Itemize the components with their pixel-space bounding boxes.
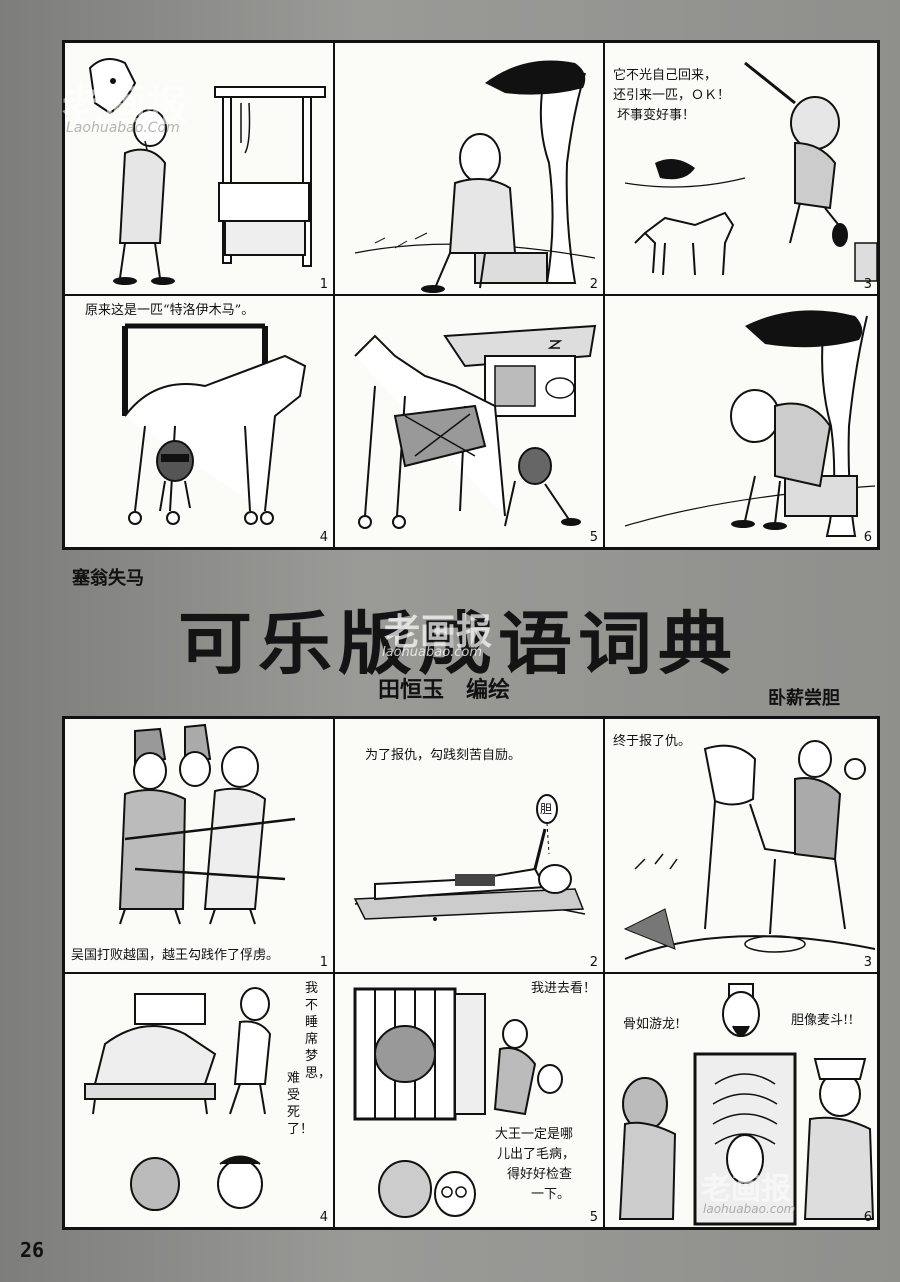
illustration-old-man-under-tree: [354, 60, 596, 293]
panel-number: 1: [319, 277, 328, 292]
illustration-king-refuses-bed: [84, 987, 272, 1211]
idiom-title-saiweng: 塞翁失马: [72, 568, 144, 589]
panel-number: 6: [863, 1210, 872, 1225]
caption: 为了报仇，勾践刻苦自励。: [365, 748, 522, 763]
comic-panel-2-2: 为了报仇，勾践刻苦自励。 胆 2: [334, 718, 604, 973]
speech-right: 胆像麦斗!!: [791, 1013, 854, 1028]
caption-line-1: 它不光自己回来，: [613, 68, 718, 83]
illustration-jumping-old-man-horses: [624, 61, 877, 282]
panel-number: 1: [319, 955, 328, 970]
speech-line-3: 得好好检查: [507, 1167, 573, 1182]
speech-left: 骨如游龙!: [623, 1017, 681, 1032]
panel-number: 5: [589, 1210, 598, 1225]
comic-panel-1-2: 2: [334, 42, 604, 295]
comic-panel-1-4: 原来这是一匹“特洛伊木马”。 4: [64, 295, 334, 548]
comic-panel-2-1: 吴国打败越国，越王勾践作了俘虏。 1: [64, 718, 334, 973]
panel-number: 5: [589, 530, 598, 545]
speech-line-2: 儿出了毛病，: [497, 1147, 576, 1162]
page-number: 26: [20, 1238, 45, 1262]
illustration-old-man-sad: [624, 310, 876, 537]
magazine-title: 可乐版成语词典: [178, 604, 738, 685]
comic-panel-1-3: 它不光自己回来， 还引来一匹，ＯＫ！ 坏事变好事！ 3: [604, 42, 878, 295]
speech-line-4: 一下。: [531, 1187, 571, 1202]
panel-number: 2: [589, 277, 598, 292]
panel-number: 4: [319, 1210, 328, 1225]
illustration-xray-king: [618, 983, 875, 1226]
illustration-trojan-horse: [122, 323, 307, 525]
comic-panel-2-4: 我不睡席梦思， 难受死了！ 4: [64, 973, 334, 1228]
panel-number: 3: [863, 955, 872, 970]
author-credit: 田恒玉 编绘: [378, 678, 511, 703]
comic-panel-2-6: 骨如游龙! 胆像麦斗!! 老画报 laohuabao.com 6: [604, 973, 878, 1228]
comic-strip-woxin: 吴国打败越国，越王勾践作了俘虏。 1 为了报仇，勾践刻苦自励。 胆 2: [62, 716, 880, 1230]
panel-number: 6: [863, 530, 872, 545]
speech-col-1: 我不睡席梦思，: [305, 981, 332, 1081]
panel-number: 2: [589, 955, 598, 970]
speech-col-2: 难受死了！: [287, 1071, 314, 1137]
illustration-thief-stealing-horse: [354, 324, 597, 529]
caption: 吴国打败越国，越王勾践作了俘虏。: [71, 948, 280, 963]
panel-number: 3: [863, 277, 872, 292]
watermark-url-center: laohuabao.com: [382, 645, 483, 660]
illustration-king-in-cage: [353, 987, 563, 1218]
panel-number: 4: [319, 530, 328, 545]
speech-line-1: 大王一定是哪: [495, 1127, 574, 1142]
watermark-url-bottom: laohuabao.com: [703, 1202, 796, 1216]
watermark-logo-bottom: 老画报: [701, 1172, 791, 1207]
illustration-king-on-firewood: [353, 794, 586, 921]
watermark-logo-center: 老画报: [384, 612, 493, 653]
comic-panel-1-1: 1: [64, 42, 334, 295]
comic-panel-2-5: 我进去看！ 大王一定是哪 儿出了毛病， 得好好检查 一下。 5: [334, 973, 604, 1228]
comic-strip-saiweng: 1 2: [62, 40, 880, 550]
comic-panel-1-5: 5: [334, 295, 604, 548]
illustration-king-on-horse: [623, 740, 876, 960]
watermark-logo-top: 老画报: [62, 81, 189, 130]
gall-label: 胆: [540, 802, 553, 816]
caption-line-2: 还引来一匹，ＯＫ！: [613, 88, 731, 103]
illustration-old-man-at-well: [88, 58, 326, 285]
watermark-url-top: Laohuabao.Com: [66, 120, 180, 136]
idiom-title-woxin: 卧薪尝胆: [768, 688, 840, 709]
caption-line-3: 坏事变好事！: [617, 108, 696, 123]
speech-top: 我进去看！: [531, 981, 597, 996]
caption: 终于报了仇。: [613, 734, 692, 749]
illustration-captured-king: [118, 723, 296, 925]
caption: 原来这是一匹“特洛伊木马”。: [85, 303, 255, 318]
comic-panel-1-6: 6: [604, 295, 878, 548]
comic-panel-2-3: 终于报了仇。 3: [604, 718, 878, 973]
